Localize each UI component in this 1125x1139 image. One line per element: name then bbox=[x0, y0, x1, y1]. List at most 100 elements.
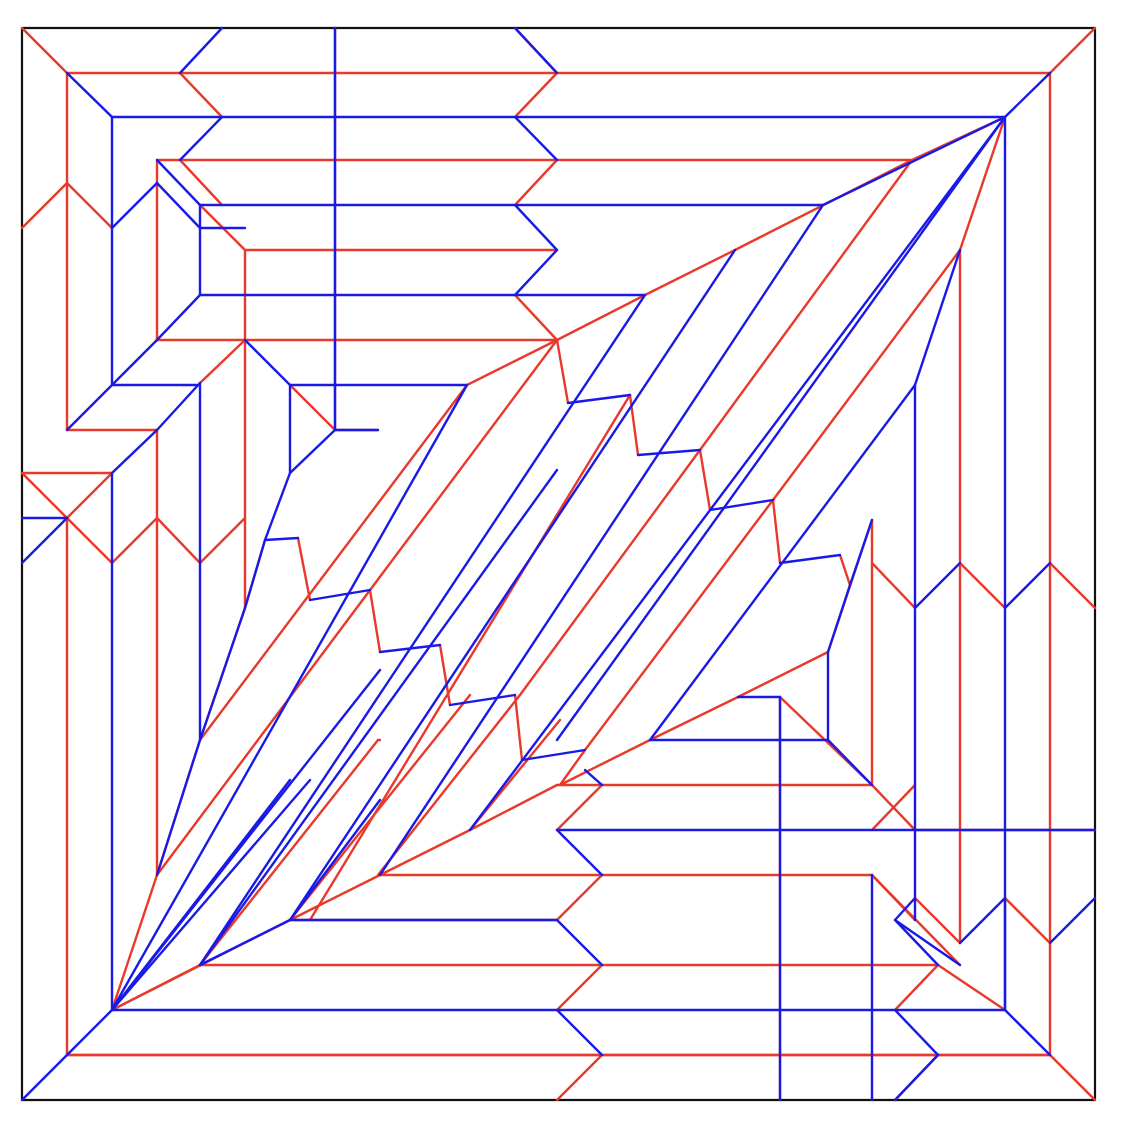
valley-fold-line bbox=[583, 768, 604, 787]
valley-fold-line bbox=[110, 383, 469, 1012]
valley-fold-line bbox=[566, 393, 632, 405]
mountain-fold-line bbox=[958, 115, 1007, 252]
valley-fold-line bbox=[826, 583, 852, 654]
valley-fold-line bbox=[893, 896, 917, 922]
mountain-fold-line bbox=[378, 828, 472, 877]
mountain-fold-line bbox=[65, 471, 114, 520]
valley-fold-line bbox=[468, 115, 1007, 832]
mountain-fold-line bbox=[198, 516, 247, 565]
valley-fold-line bbox=[155, 158, 202, 207]
mountain-fold-line bbox=[643, 248, 737, 297]
valley-fold-line bbox=[636, 448, 702, 457]
valley-fold-line bbox=[263, 471, 292, 542]
valley-fold-line bbox=[1003, 71, 1052, 119]
mountain-fold-line bbox=[771, 498, 782, 565]
mountain-fold-line bbox=[893, 963, 940, 1012]
mountain-fold-line bbox=[288, 383, 337, 432]
valley-fold-line bbox=[288, 428, 337, 475]
valley-fold-line bbox=[65, 71, 114, 119]
valley-fold-line bbox=[1003, 561, 1052, 610]
valley-fold-line bbox=[110, 778, 312, 1012]
mountain-fold-line bbox=[771, 248, 962, 502]
valley-fold-line bbox=[826, 738, 874, 787]
valley-fold-line bbox=[65, 383, 114, 432]
valley-fold-line bbox=[893, 1008, 940, 1057]
valley-fold-line bbox=[198, 918, 292, 967]
mountain-fold-line bbox=[288, 873, 382, 922]
mountain-fold-line bbox=[468, 783, 559, 832]
valley-fold-line bbox=[110, 338, 159, 387]
valley-fold-line bbox=[513, 26, 559, 75]
valley-fold-line bbox=[243, 338, 292, 387]
mountain-fold-line bbox=[513, 71, 559, 119]
mountain-fold-line bbox=[870, 561, 917, 610]
mountain-fold-line bbox=[555, 873, 604, 922]
valley-fold-line bbox=[110, 181, 159, 230]
mountain-fold-line bbox=[20, 181, 69, 230]
valley-folds bbox=[20, 26, 1097, 1102]
valley-fold-line bbox=[913, 561, 962, 610]
mountain-fold-line bbox=[555, 1053, 604, 1102]
mountain-fold-line bbox=[698, 158, 914, 452]
valley-fold-line bbox=[155, 293, 202, 342]
mountain-fold-line bbox=[20, 26, 69, 75]
valley-fold-line bbox=[555, 1008, 604, 1057]
valley-fold-line bbox=[243, 538, 267, 610]
mountain-fold-line bbox=[376, 693, 522, 877]
mountain-fold-line bbox=[465, 338, 559, 387]
valley-fold-line bbox=[821, 115, 1007, 207]
valley-fold-line bbox=[513, 203, 559, 252]
valley-fold-line bbox=[155, 738, 202, 877]
mountain-fold-line bbox=[438, 643, 452, 707]
valley-fold-line bbox=[198, 293, 647, 967]
valley-fold-line bbox=[513, 248, 559, 297]
mountain-fold-line bbox=[288, 693, 472, 922]
mountain-fold-line bbox=[155, 338, 559, 877]
valley-fold-line bbox=[913, 248, 962, 387]
valley-fold-line bbox=[198, 606, 247, 742]
mountain-fold-line bbox=[513, 293, 559, 342]
mountain-fold-line bbox=[736, 650, 830, 699]
mountain-fold-line bbox=[155, 516, 202, 565]
valley-fold-line bbox=[513, 115, 559, 162]
mountain-fold-line bbox=[1048, 26, 1097, 75]
valley-fold-line bbox=[20, 516, 69, 565]
mountain-fold-line bbox=[308, 393, 632, 922]
mountain-fold-line bbox=[110, 873, 159, 1012]
valley-fold-line bbox=[178, 115, 224, 162]
valley-fold-line bbox=[448, 693, 517, 707]
mountain-fold-line bbox=[198, 738, 380, 967]
mountain-fold-line bbox=[838, 553, 852, 587]
valley-fold-line bbox=[155, 381, 202, 432]
mountain-fold-line bbox=[555, 338, 570, 405]
mountain-fold-line bbox=[870, 873, 917, 922]
valley-fold-line bbox=[110, 668, 382, 1012]
valley-fold-line bbox=[893, 918, 962, 967]
mountain-fold-line bbox=[513, 158, 559, 207]
mountain-fold-line bbox=[110, 516, 159, 565]
mountain-fold-line bbox=[1048, 1053, 1097, 1102]
valley-fold-line bbox=[520, 748, 587, 762]
valley-fold-line bbox=[893, 918, 940, 967]
mountain-fold-line bbox=[1003, 896, 1052, 945]
valley-fold-line bbox=[1048, 896, 1097, 945]
mountain-fold-line bbox=[198, 338, 247, 385]
mountain-fold-line bbox=[368, 588, 382, 654]
mountain-fold-line bbox=[178, 71, 224, 119]
mountain-fold-line bbox=[558, 748, 587, 787]
mountain-fold-line bbox=[648, 695, 740, 742]
mountain-fold-line bbox=[870, 783, 917, 832]
mountain-fold-line bbox=[20, 471, 69, 520]
valley-fold-line bbox=[263, 536, 300, 542]
valley-fold-line bbox=[65, 1008, 114, 1057]
mountain-fold-line bbox=[555, 783, 604, 832]
mountain-fold-line bbox=[913, 896, 962, 945]
mountain-fold-line bbox=[555, 963, 604, 1012]
valley-fold-line bbox=[378, 203, 825, 877]
mountain-fold-line bbox=[583, 498, 775, 752]
valley-fold-line bbox=[555, 115, 1007, 742]
mountain-fold-line bbox=[513, 693, 524, 762]
valley-fold-line bbox=[958, 896, 1007, 945]
valley-fold-line bbox=[778, 553, 842, 565]
